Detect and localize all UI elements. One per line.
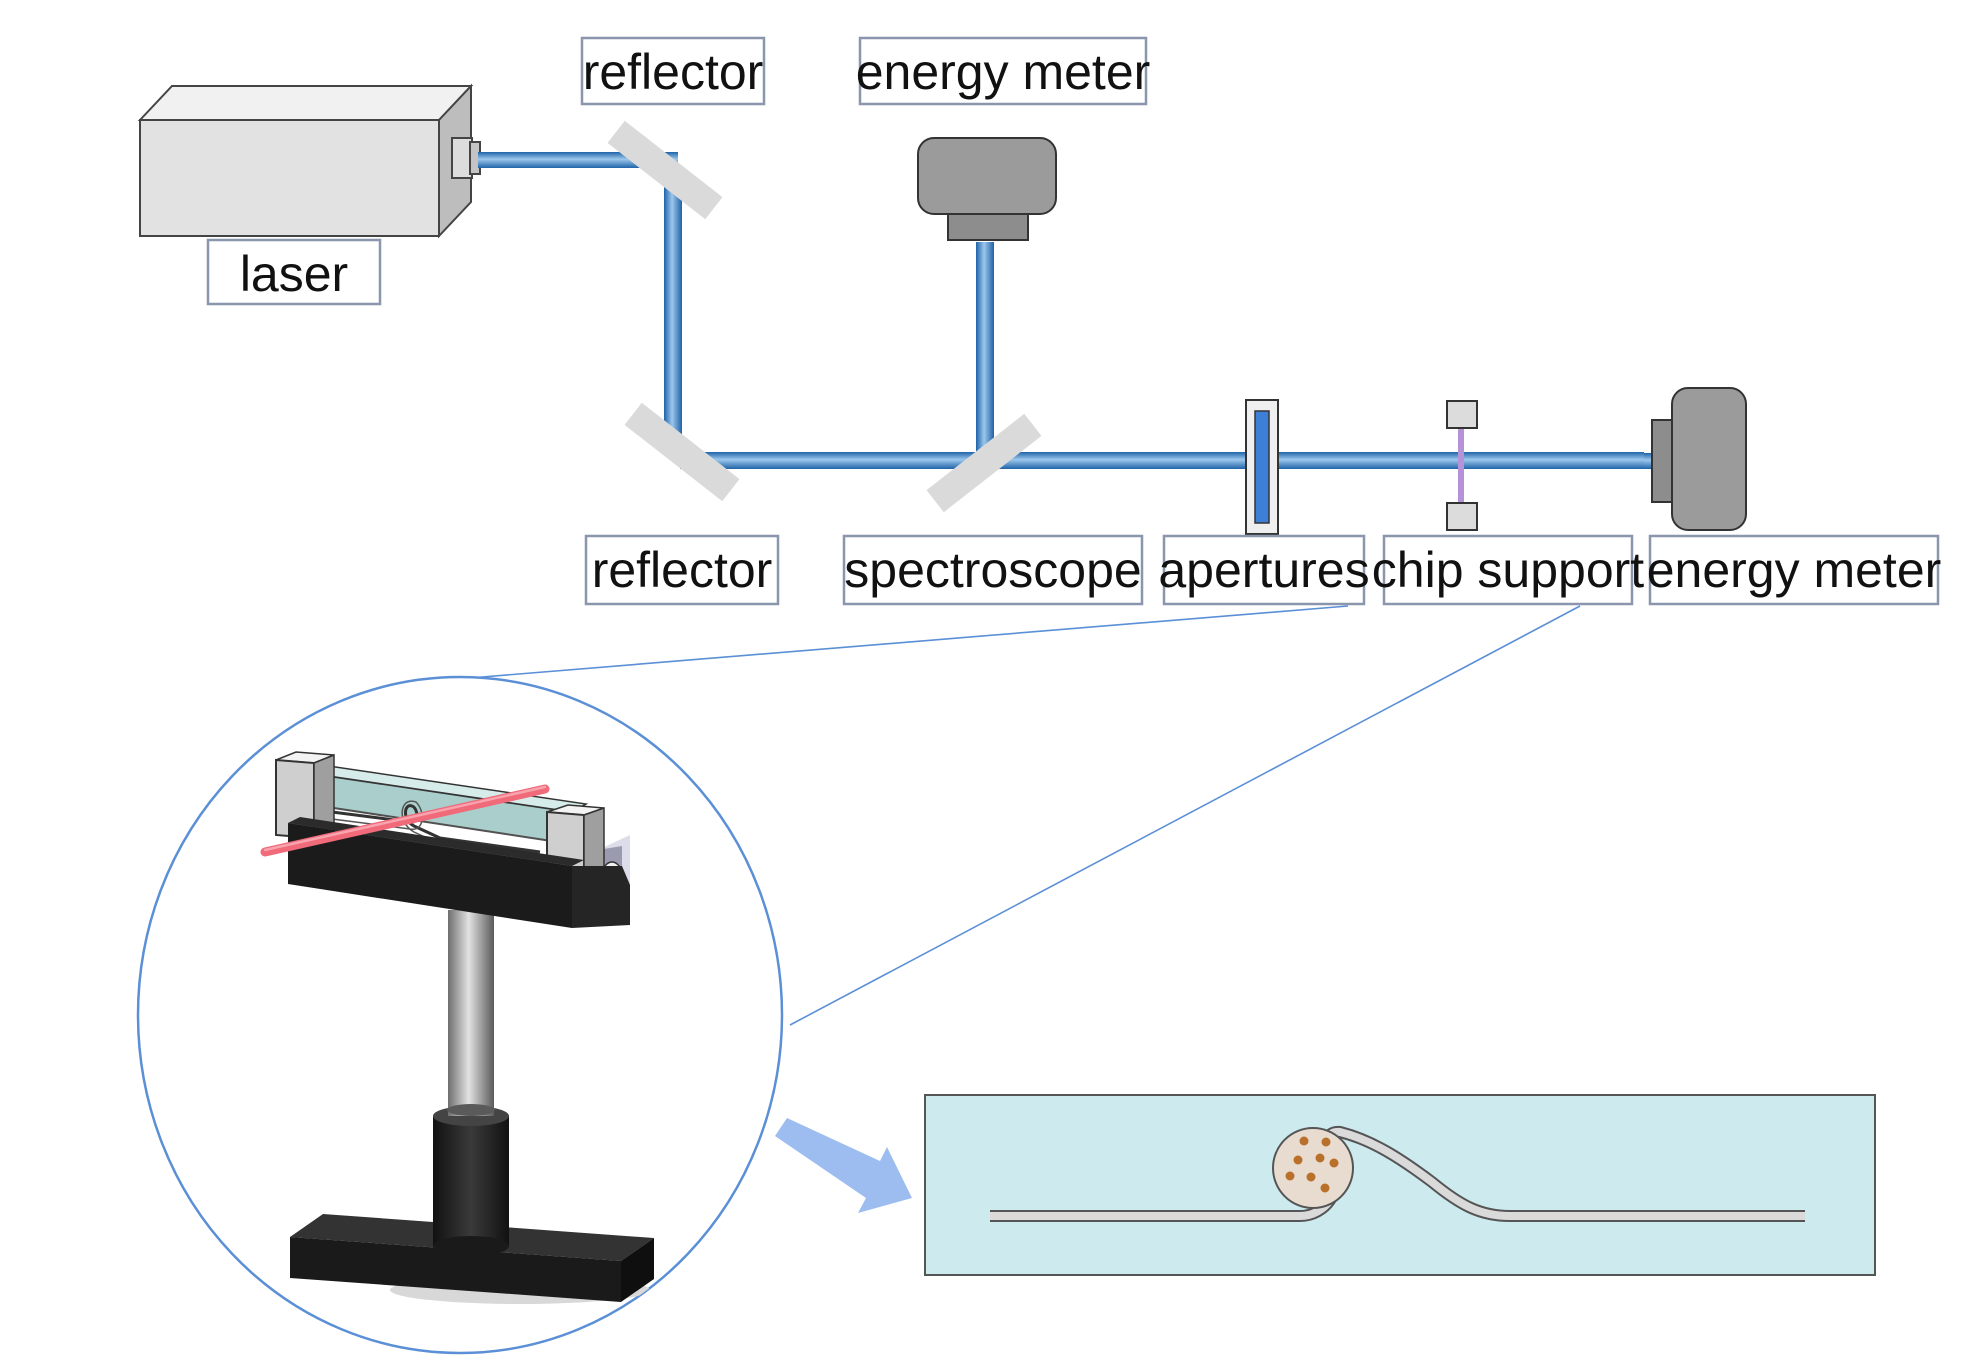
mirror-icon [607, 120, 723, 220]
zoom-detail-circle [136, 675, 784, 1355]
reaction-chamber [1272, 1127, 1354, 1209]
laser-beam-path [478, 152, 1652, 469]
particles [1285, 1136, 1339, 1193]
svg-text:laser: laser [240, 246, 348, 302]
laser-source-icon [137, 83, 481, 239]
svg-text:energy meter: energy meter [856, 44, 1151, 100]
test-laser-beam [260, 784, 550, 857]
holder-pole [447, 910, 495, 1116]
label-reflector-bottom: reflector [584, 534, 780, 606]
beam-splitter-icon [926, 413, 1042, 513]
label-apertures: apertures [1158, 534, 1370, 606]
label-laser: laser [206, 238, 382, 306]
chip-support-icon [1446, 400, 1478, 531]
energy-meter-icon [917, 137, 1057, 241]
zoom-callout-lines [469, 605, 1581, 1026]
chip-channel-detail [924, 1094, 1876, 1276]
svg-text:spectroscope: spectroscope [844, 542, 1141, 598]
holder-post-lower [433, 1106, 509, 1256]
energy-meter-icon [1651, 387, 1747, 531]
svg-text:reflector: reflector [583, 44, 764, 100]
zoom-arrow-icon [775, 1118, 912, 1213]
label-reflector-top: reflector [580, 36, 766, 106]
label-energy-meter-right: energy meter [1647, 534, 1942, 606]
mirror-icon [624, 402, 740, 502]
svg-text:energy meter: energy meter [1647, 542, 1942, 598]
aperture-icon [1245, 399, 1279, 535]
svg-text:apertures: apertures [1158, 542, 1369, 598]
svg-text:chip support: chip support [1372, 542, 1644, 598]
label-spectroscope: spectroscope [842, 534, 1144, 606]
label-energy-meter-top: energy meter [856, 36, 1151, 106]
label-chip-support: chip support [1372, 534, 1644, 606]
svg-text:reflector: reflector [592, 542, 773, 598]
